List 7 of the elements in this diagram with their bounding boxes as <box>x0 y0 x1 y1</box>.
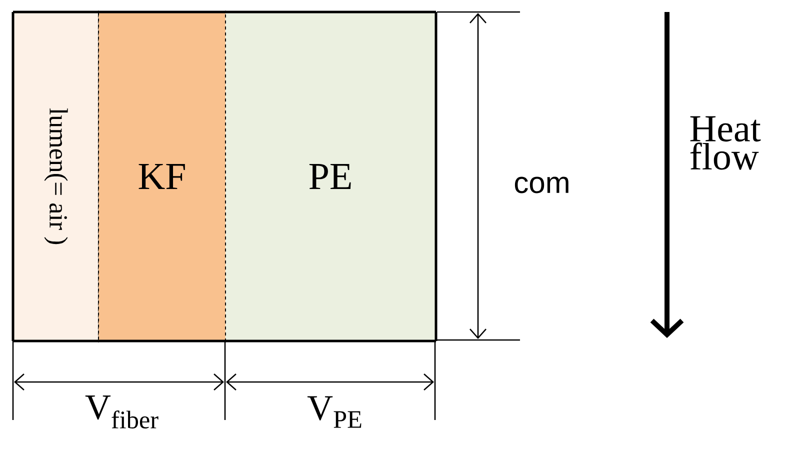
layer-box: PE <box>225 10 438 342</box>
direction-label: Heat flow <box>690 116 761 170</box>
dimension-label: V$_{PE}$ <box>307 396 362 428</box>
layer-box: lumen(= air ) <box>12 10 99 342</box>
layer-box: KF <box>98 10 226 342</box>
dimension-label: com <box>514 176 568 194</box>
dimension-label: V$_{fiber}$ <box>85 396 158 428</box>
